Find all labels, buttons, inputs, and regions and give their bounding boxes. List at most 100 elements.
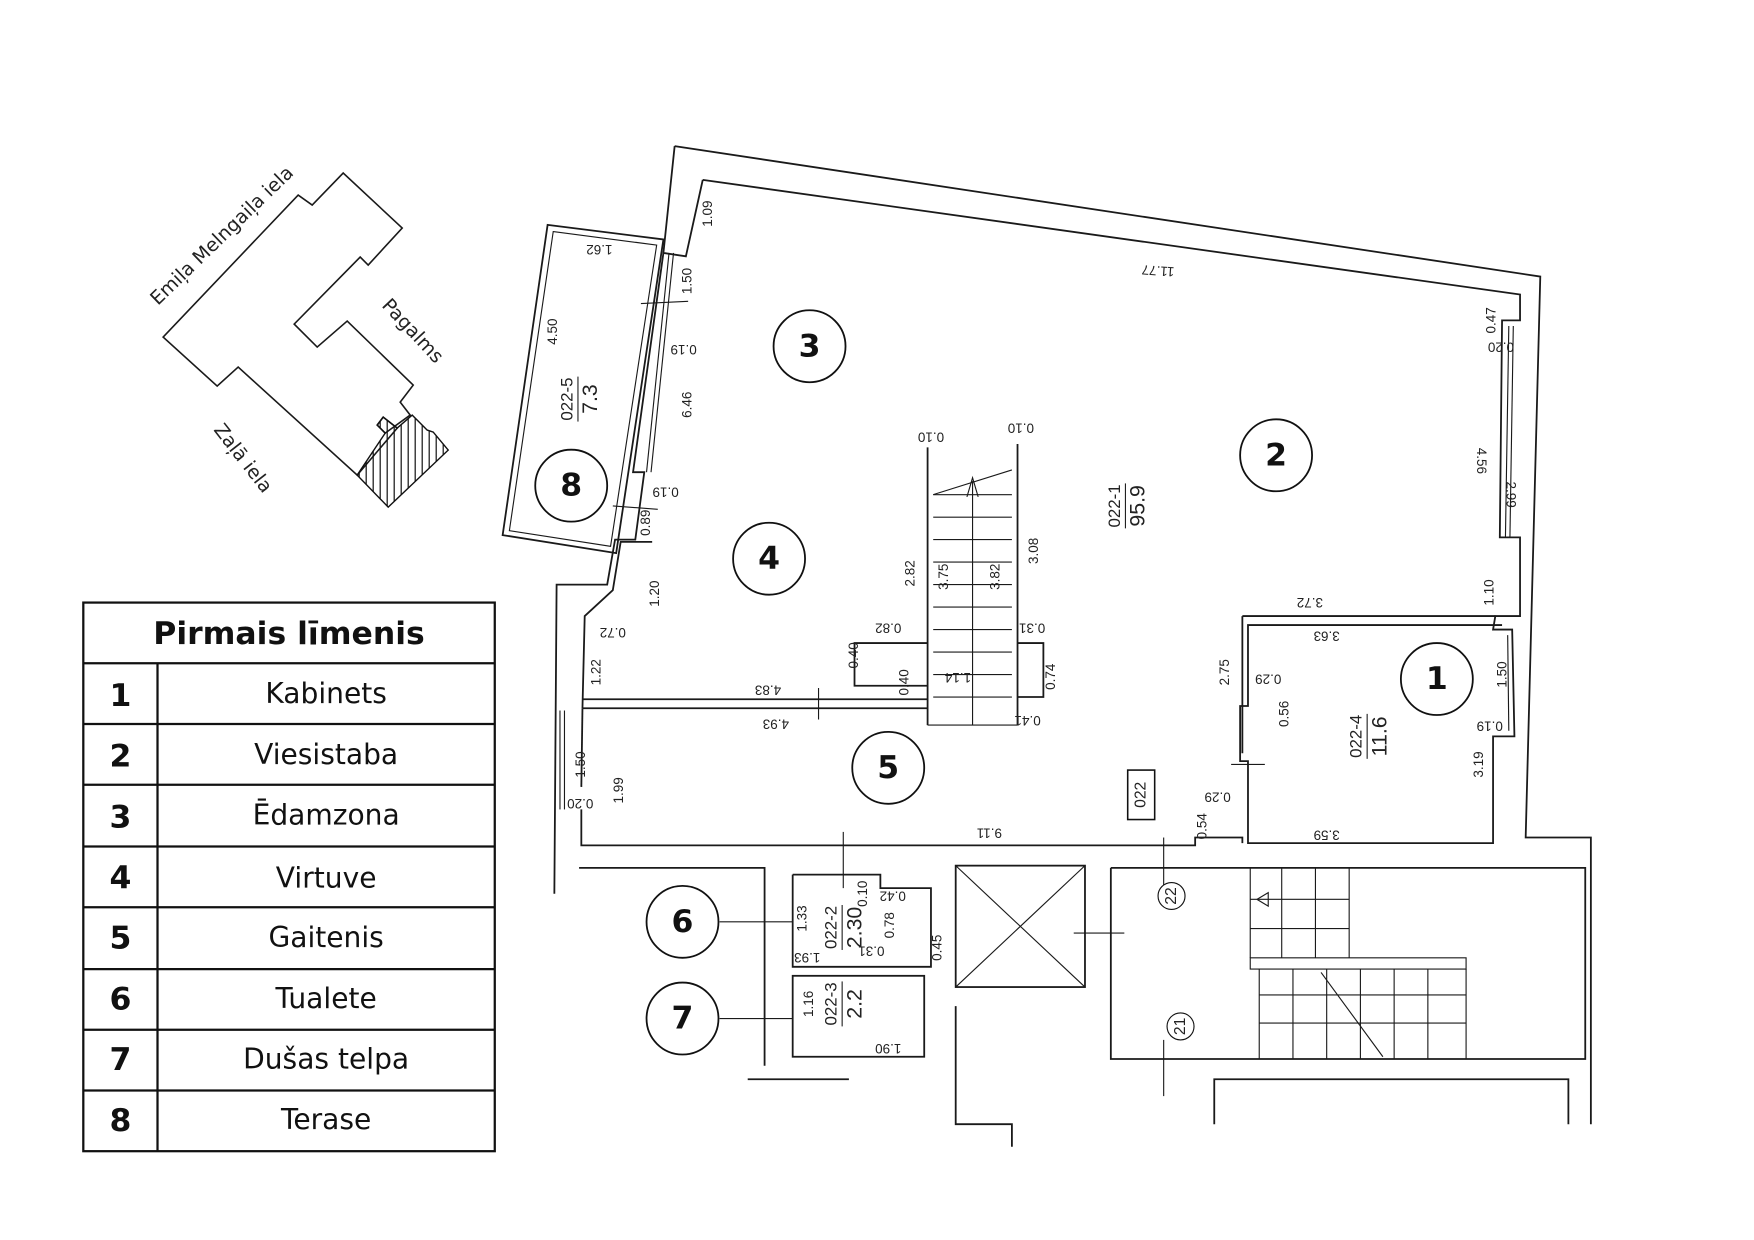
legend-row-number: 2 xyxy=(109,739,131,775)
legend-row-name: Virtuve xyxy=(276,862,377,895)
legend-row-name: Kabinets xyxy=(265,677,387,710)
elevator-shaft xyxy=(954,864,1086,988)
dimension: 1.16 xyxy=(801,991,816,1017)
dimension: 0.78 xyxy=(882,912,897,938)
stair-mark-22: 22 xyxy=(1157,881,1186,911)
room-marker-8: 8 xyxy=(534,448,609,523)
legend-title: Pirmais līmenis xyxy=(153,616,425,652)
locator-map: Emiļa Melngaiļa iela Pagalms Zaļā iela xyxy=(146,162,450,509)
room-marker-5: 5 xyxy=(851,730,926,805)
dimension: 4.93 xyxy=(763,716,789,731)
dimension: 1.50 xyxy=(1495,661,1510,687)
room-code: 022-1 xyxy=(1105,484,1124,527)
legend-row-number: 4 xyxy=(109,860,131,896)
dimension: 1.33 xyxy=(794,905,809,931)
room-marker-1: 1 xyxy=(1399,642,1474,716)
dimension: 0.40 xyxy=(897,669,912,695)
dimension: 2.99 xyxy=(1503,482,1518,508)
dimension: 1.50 xyxy=(680,268,695,294)
dimension: 3.08 xyxy=(1026,538,1041,564)
dimension: 4.56 xyxy=(1474,448,1489,474)
room-markers: 1 2 3 4 5 6 7 8 xyxy=(534,309,1474,1056)
dimension: 3.72 xyxy=(1297,595,1323,610)
legend-row: 1 Kabinets xyxy=(109,677,386,714)
dimension: 1.93 xyxy=(794,950,820,965)
dimension: 0.56 xyxy=(1277,701,1292,727)
legend-row-name: Viesistaba xyxy=(254,738,398,771)
dimension: 0.41 xyxy=(1015,713,1041,728)
legend-row: 4 Virtuve xyxy=(109,860,376,896)
dimension: 0.20 xyxy=(567,796,593,811)
legend-row: 5 Gaitenis xyxy=(109,921,383,957)
dimension: 11.77 xyxy=(1141,262,1175,279)
dimension: 0.31 xyxy=(1019,621,1045,636)
dimension: 0.20 xyxy=(1488,340,1514,355)
svg-text:3: 3 xyxy=(799,328,821,364)
dimension: 0.74 xyxy=(1043,663,1058,690)
room-area: 2.30 xyxy=(842,907,866,949)
dimension: 3.82 xyxy=(988,564,1003,590)
legend-row-number: 6 xyxy=(109,981,131,1017)
room-marker-4: 4 xyxy=(732,521,806,596)
svg-text:2: 2 xyxy=(1265,437,1287,473)
svg-text:5: 5 xyxy=(877,750,899,786)
svg-text:1: 1 xyxy=(1426,661,1448,697)
room-marker-7: 7 xyxy=(645,981,720,1056)
dimension: 1.50 xyxy=(573,751,588,777)
dimension: 0.47 xyxy=(1484,307,1499,333)
dimension: 1.90 xyxy=(875,1041,901,1056)
room-code: 022-3 xyxy=(822,982,841,1025)
building-staircase xyxy=(1249,867,1467,1060)
svg-text:022: 022 xyxy=(1133,782,1150,808)
room-marker-6: 6 xyxy=(645,884,720,959)
yard-label: Pagalms xyxy=(377,294,447,367)
internal-staircase xyxy=(853,444,1045,726)
dimension: 4.50 xyxy=(545,319,560,345)
dimension-labels: 1.09 1.62 11.77 1.50 4.50 0.19 6.46 0.19… xyxy=(545,200,1519,1056)
legend-row-number: 5 xyxy=(109,921,131,957)
dimension: 0.10 xyxy=(918,430,944,445)
dimension: 0.10 xyxy=(855,881,870,907)
dimension: 0.82 xyxy=(875,621,901,636)
dimension: 0.40 xyxy=(846,642,861,668)
dimension: 2.82 xyxy=(902,560,917,586)
dimension: 1.14 xyxy=(944,670,971,685)
dimension: 0.29 xyxy=(1205,789,1231,804)
dimension: 0.31 xyxy=(858,943,884,958)
legend-row-name: Dušas telpa xyxy=(243,1043,409,1076)
legend-row-name: Gaitenis xyxy=(268,921,383,954)
svg-text:22: 22 xyxy=(1163,887,1180,904)
legend-row-number: 8 xyxy=(109,1103,131,1139)
wc-rooms xyxy=(719,873,932,1058)
legend-row-number: 3 xyxy=(109,799,131,835)
dimension: 9.11 xyxy=(977,825,1002,840)
unit-label: 022 xyxy=(1126,769,1156,821)
legend-row-number: 1 xyxy=(109,678,131,714)
dimension: 0.72 xyxy=(600,625,626,640)
dimension: 0.42 xyxy=(880,888,906,903)
dimension: 0.45 xyxy=(929,935,944,961)
dimension: 6.46 xyxy=(680,392,695,418)
room-area: 2.2 xyxy=(842,989,866,1019)
stair-mark-21: 21 xyxy=(1166,1012,1195,1041)
dimension: 1.62 xyxy=(586,242,612,257)
svg-text:8: 8 xyxy=(560,468,582,504)
dimension: 3.19 xyxy=(1471,751,1486,777)
street-label-zala: Zaļā iela xyxy=(209,420,277,498)
dimension: 3.59 xyxy=(1314,828,1340,843)
apartment-location-hatch xyxy=(356,414,450,509)
dimension: 3.75 xyxy=(936,564,951,590)
room-area: 95.9 xyxy=(1126,485,1150,527)
dimension: 1.10 xyxy=(1481,579,1496,605)
dimension: 0.19 xyxy=(1477,719,1503,734)
dimension: 1.20 xyxy=(647,580,662,606)
street-label-melngaila: Emiļa Melngaiļa iela xyxy=(146,162,298,310)
dimension: 1.99 xyxy=(611,777,626,803)
legend-row-number: 7 xyxy=(109,1042,131,1078)
